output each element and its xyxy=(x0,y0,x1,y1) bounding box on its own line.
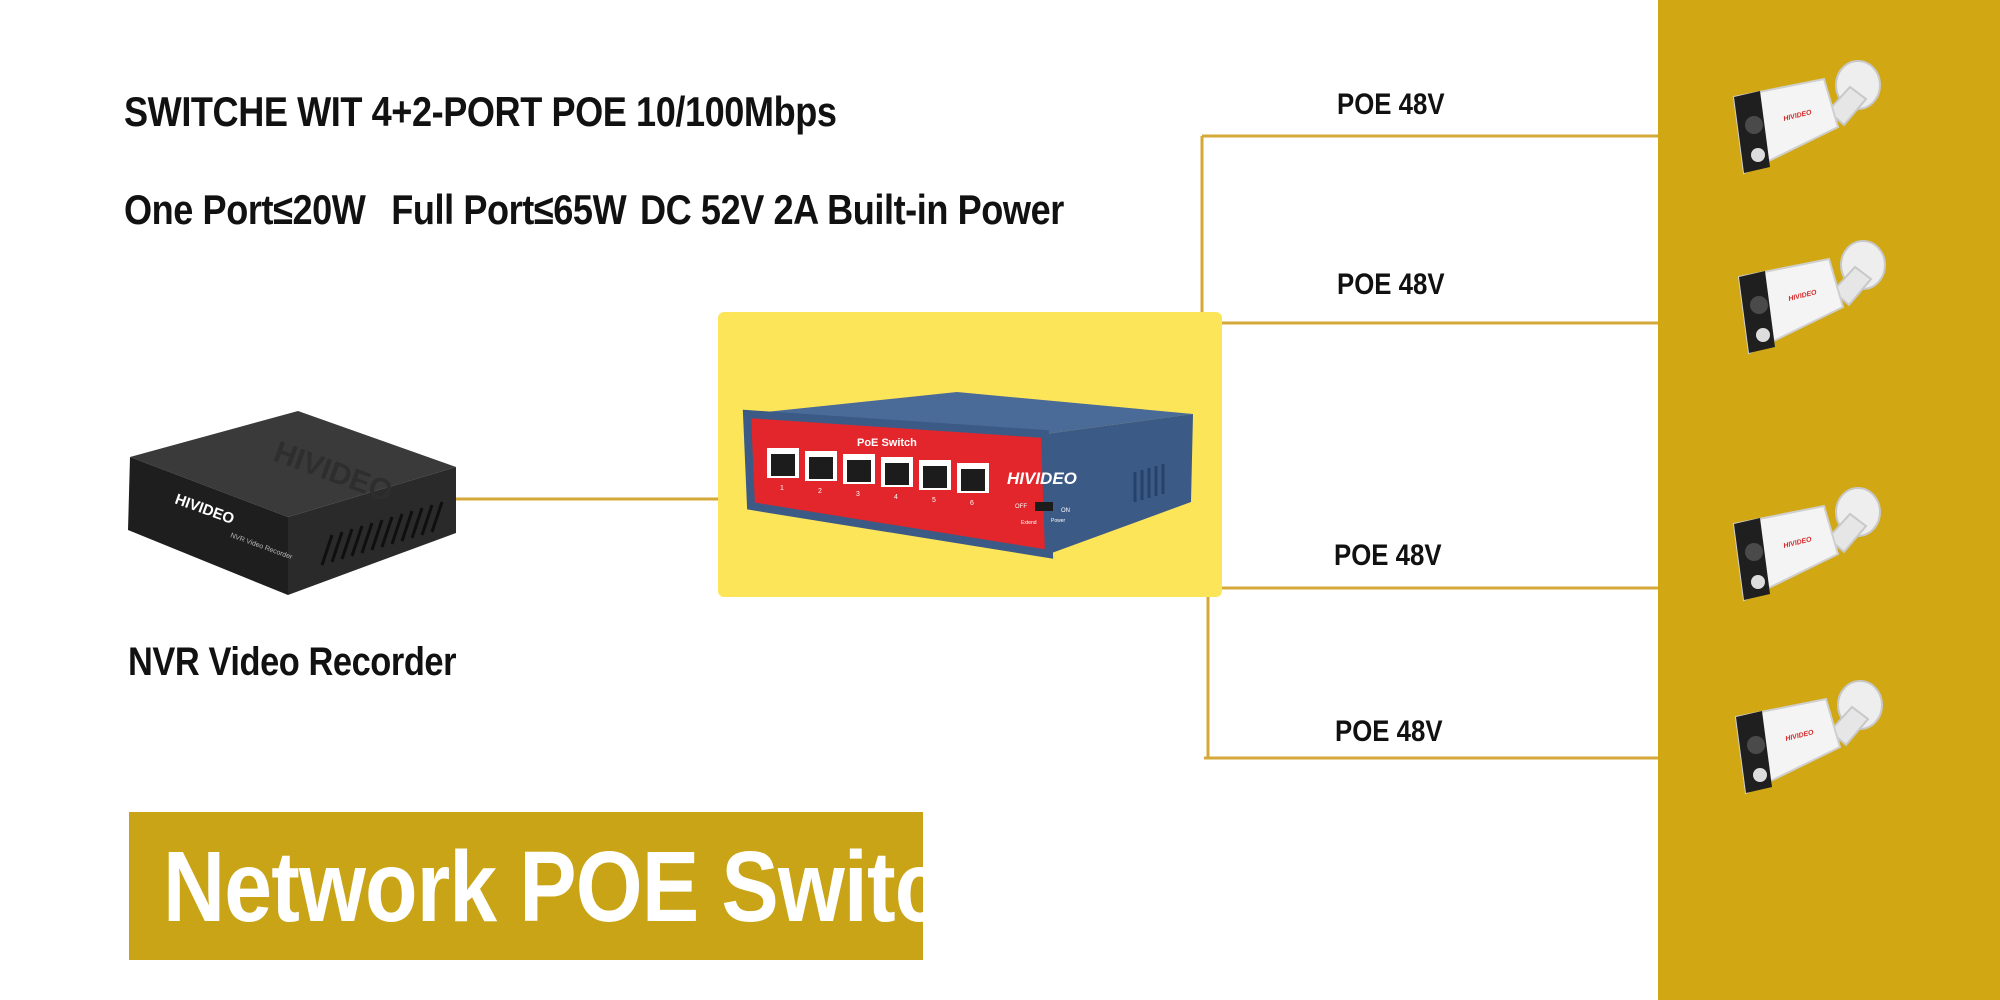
port-number-3: 3 xyxy=(856,491,860,498)
switch-vent xyxy=(1133,464,1165,502)
spec-power: DC 52V 2A Built-in Power xyxy=(640,186,1064,233)
switch-ports xyxy=(767,448,989,493)
header-title: SWITCHE WIT 4+2-PORT POE 10/100Mbps xyxy=(124,88,837,135)
poe-label-1: POE 48V xyxy=(1337,88,1445,121)
spec-full-port: Full Port≤65W xyxy=(391,186,627,233)
switch-off-label: OFF xyxy=(1015,504,1027,510)
camera-panel xyxy=(1658,0,2000,1000)
switch-on-label: ON xyxy=(1061,508,1070,514)
port-number-2: 2 xyxy=(818,488,822,495)
switch-panel-label: PoE Switch xyxy=(857,437,917,449)
camera-1-image: HIVIDEO xyxy=(1732,60,1881,175)
spec-one-port: One Port≤20W xyxy=(124,186,366,233)
poe-switch-image: PoE Switch 1 2 3 4 5 6 HIVIDEO OFF ON Ex… xyxy=(742,392,1193,559)
port-number-5: 5 xyxy=(932,497,936,504)
port-number-6: 6 xyxy=(970,500,974,507)
switch-brand-logo: HIVIDEO xyxy=(1007,469,1077,488)
switch-extend-label: Extend xyxy=(1021,520,1037,526)
nvr-device-image: HIVIDEO HIVIDEO NVR Video Recorder xyxy=(128,411,456,595)
nvr-label: NVR Video Recorder xyxy=(128,640,457,684)
camera-2-image: HIVIDEO xyxy=(1737,240,1886,355)
switch-power-label: Power xyxy=(1051,518,1066,524)
poe-label-4: POE 48V xyxy=(1335,715,1443,748)
poe-label-3: POE 48V xyxy=(1334,539,1442,572)
banner-title: Network POE Switch xyxy=(163,831,994,943)
port-number-1: 1 xyxy=(780,485,784,492)
title-banner: Network POE Switch xyxy=(129,812,994,960)
port-number-4: 4 xyxy=(894,494,898,501)
camera-4-image: HIVIDEO xyxy=(1734,680,1883,795)
poe-label-2: POE 48V xyxy=(1337,268,1445,301)
camera-3-image: HIVIDEO xyxy=(1732,487,1881,602)
header-specs: One Port≤20W Full Port≤65W DC 52V 2A Built… xyxy=(124,186,1064,234)
